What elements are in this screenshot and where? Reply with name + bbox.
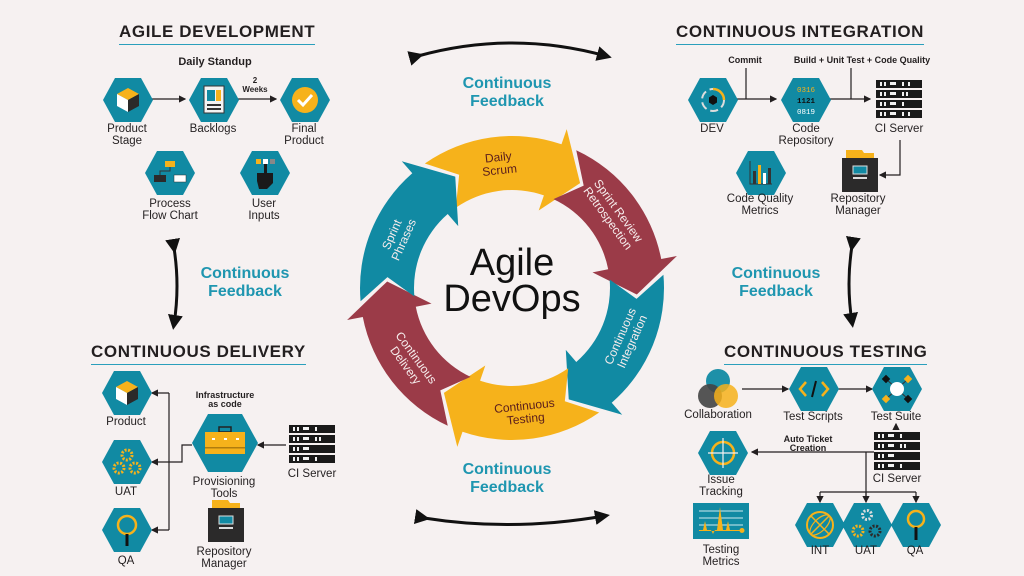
feedback-arrow-right — [843, 235, 861, 328]
cycle-label-3: ContinuousTesting — [493, 396, 556, 429]
section-title-agile-development: AGILE DEVELOPMENT — [119, 22, 316, 45]
feedback-label-bottom: Continuous Feedback — [462, 461, 552, 496]
cycle-label-5: SprintPhrases — [377, 212, 420, 263]
cd-qa-label: QA — [117, 555, 135, 567]
cd-ci-server-label: CI Server — [287, 468, 337, 480]
gears-icon — [842, 503, 892, 547]
ct-ci-server-label: CI Server — [872, 473, 922, 485]
feedback-label-left: Continuous Feedback — [200, 265, 290, 300]
backlog-board-icon — [189, 78, 239, 122]
user-inputs-label: User Inputs — [248, 198, 280, 222]
cycle-arrow-2 — [565, 274, 664, 415]
arrow-ci-to-repo-manager — [878, 140, 901, 179]
repository-manager-label: Repository Manager — [830, 193, 886, 217]
int-label: INT — [810, 545, 830, 557]
dev-cycle-icon — [688, 78, 738, 122]
checkmark-icon — [280, 78, 330, 122]
infrastructure-as-code-label: Infrastructure as code — [195, 390, 255, 409]
section-title-continuous-testing: CONTINUOUS TESTING — [724, 342, 928, 365]
cd-uat-label: UAT — [114, 486, 138, 498]
waveform-icon — [693, 503, 749, 539]
issue-tracking-label: Issue Tracking — [699, 474, 743, 498]
globe-icon — [795, 503, 845, 547]
code-repository-label: Code Repository — [778, 123, 834, 147]
section-title-continuous-integration: CONTINUOUS INTEGRATION — [676, 22, 925, 45]
cycle-arrow-3 — [443, 365, 600, 447]
server-rack-icon — [874, 432, 920, 475]
server-rack-icon — [289, 425, 335, 468]
feedback-label-right: Continuous Feedback — [731, 265, 821, 300]
flowchart-icon — [145, 151, 195, 195]
center-title: Agile DevOps — [443, 242, 581, 320]
section-title-continuous-delivery: CONTINUOUS DELIVERY — [91, 342, 306, 365]
backlogs-label: Backlogs — [189, 123, 237, 135]
cycle-arrow-4 — [347, 281, 471, 426]
ct-uat-label: UAT — [854, 545, 878, 557]
code-quality-metrics-label: Code Quality Metrics — [726, 193, 794, 217]
dev-label: DEV — [700, 123, 724, 135]
toolbox-icon — [192, 414, 258, 472]
gears-icon — [102, 440, 152, 484]
ct-qa-label: QA — [906, 545, 924, 557]
hand-pointer-icon — [240, 151, 290, 195]
repo-digit-line-3: 0819 — [797, 109, 815, 117]
network-nodes-icon — [872, 367, 922, 411]
cube-icon — [103, 78, 153, 122]
feedback-arrow-top — [407, 41, 612, 66]
cycle-label-0: DailyScrum — [480, 148, 517, 178]
test-suite-label: Test Suite — [870, 411, 922, 423]
provisioning-tools-label: Provisioning Tools — [192, 476, 256, 500]
cd-repository-manager-label: Repository Manager — [196, 546, 252, 570]
cycle-arrow-1 — [553, 150, 677, 295]
collaboration-label: Collaboration — [684, 409, 752, 421]
crosshair-icon — [698, 431, 748, 475]
magnifier-icon — [102, 508, 152, 552]
ci-server-label: CI Server — [874, 123, 924, 135]
venn-circles-icon — [698, 369, 738, 408]
server-rack-icon — [876, 80, 922, 123]
file-cabinet-icon — [842, 150, 878, 192]
magnifier-icon — [891, 503, 941, 547]
provisioning-out-line — [150, 444, 192, 466]
cycle-arrow-5 — [360, 161, 459, 302]
file-cabinet-icon — [208, 500, 244, 542]
commit-label: Commit — [728, 55, 762, 65]
test-scripts-label: Test Scripts — [783, 411, 843, 423]
code-digits-icon: 0316 1121 0819 — [781, 78, 831, 122]
cd-product-label: Product — [106, 416, 146, 428]
final-product-label: Final Product — [284, 123, 324, 147]
bar-chart-icon — [736, 151, 786, 195]
code-brackets-icon — [789, 367, 839, 411]
process-flow-chart-label: Process Flow Chart — [142, 198, 198, 222]
product-stage-label: Product Stage — [107, 123, 147, 147]
cycle-arrow-0 — [424, 129, 581, 211]
repo-digit-line-1: 0316 — [797, 87, 816, 95]
cube-icon — [102, 371, 152, 415]
feedback-label-top: Continuous Feedback — [462, 75, 552, 110]
auto-ticket-creation-label: Auto Ticket Creation — [783, 434, 833, 453]
two-weeks-label: 2 Weeks — [242, 76, 268, 94]
feedback-arrow-bottom — [413, 509, 610, 526]
feedback-arrow-left — [165, 237, 183, 330]
testing-metrics-label: Testing Metrics — [702, 544, 740, 568]
build-test-quality-label: Build + Unit Test + Code Quality — [793, 55, 931, 65]
daily-standup-label: Daily Standup — [178, 56, 252, 68]
repo-digit-line-2: 1121 — [797, 98, 816, 106]
